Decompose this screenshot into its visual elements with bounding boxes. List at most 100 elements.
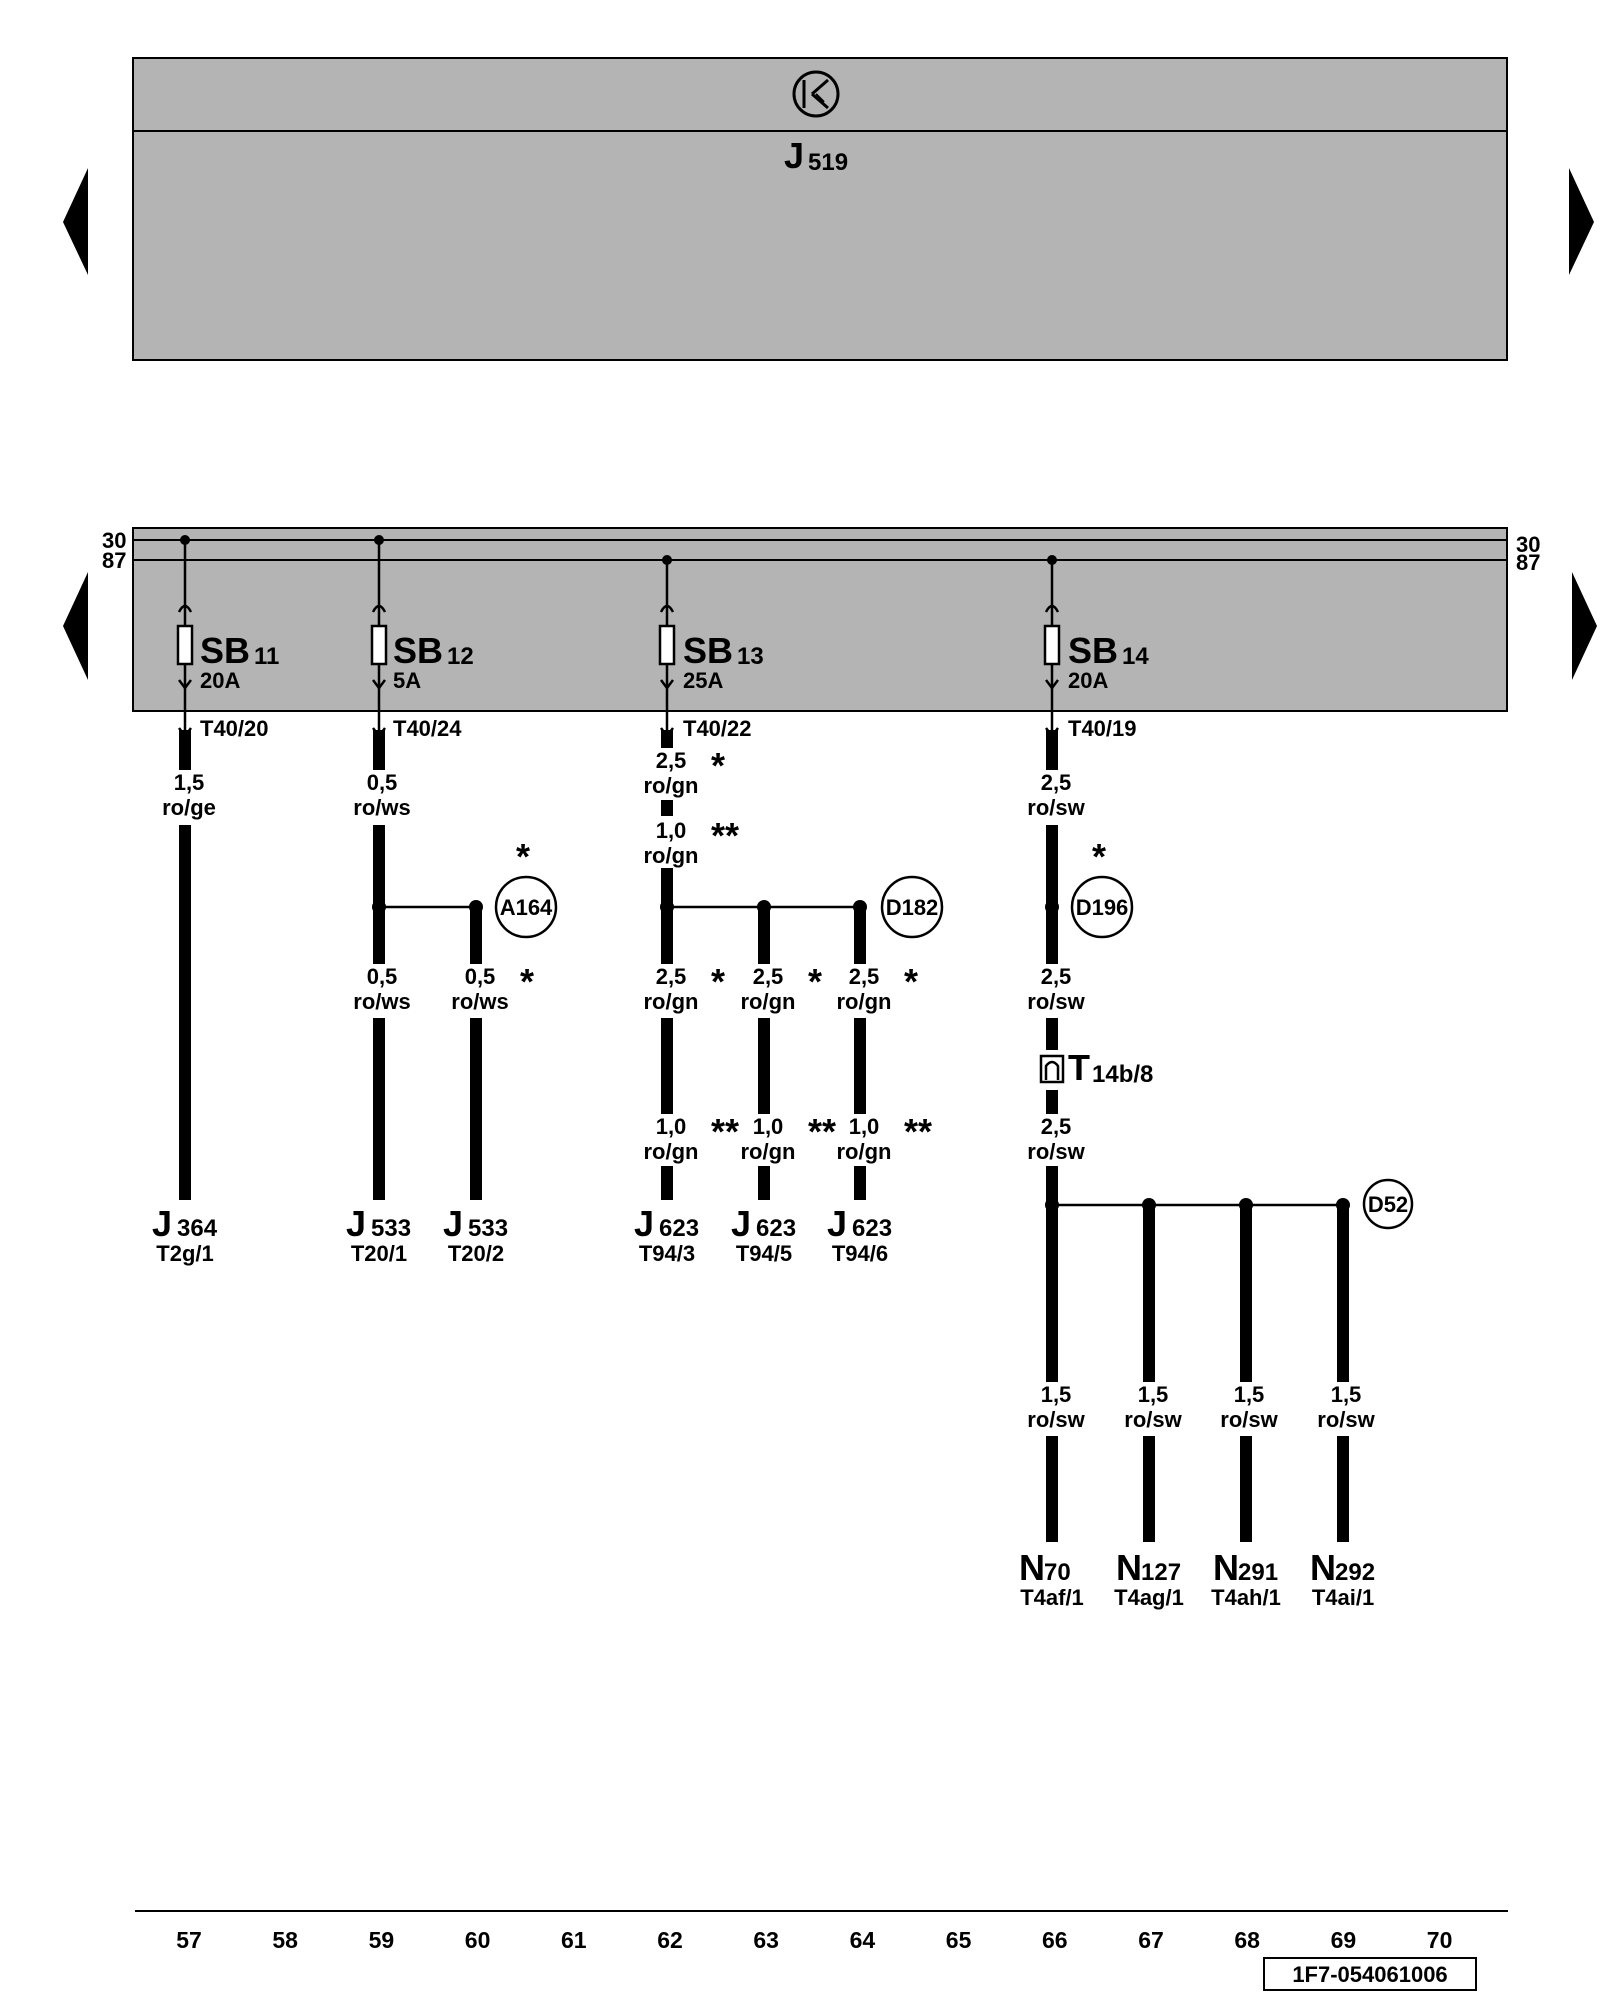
footnote-mark: ** (711, 1111, 739, 1152)
connector-icon-pin (1044, 1060, 1060, 1080)
component-sub: 533 (371, 1215, 411, 1242)
footnote-mark: * (1092, 836, 1106, 877)
footnote-mark: * (520, 961, 534, 1002)
component-pin: T2g/1 (156, 1241, 213, 1266)
fuse-icon (176, 624, 194, 666)
wire-color-label: ro/gn (644, 773, 699, 798)
wire-size-label: 1,5 (1331, 1382, 1362, 1407)
component-label: N (1213, 1547, 1239, 1588)
fuse-rating: 20A (1068, 668, 1108, 693)
fuse-sub: 13 (737, 643, 764, 670)
track-number: 67 (1138, 1927, 1164, 1953)
component-label: J (346, 1203, 366, 1244)
wire-size-label: 1,0 (656, 1114, 687, 1139)
doc-code-box (1263, 1957, 1477, 1991)
junction-circle (1070, 875, 1134, 939)
track-number: 63 (753, 1927, 779, 1953)
wire-size-label: 0,5 (465, 964, 496, 989)
junction-dot (1045, 1198, 1059, 1212)
track-number: 57 (176, 1927, 202, 1953)
wire-size-label: 2,5 (849, 964, 880, 989)
wire-size-label: 1,5 (1234, 1382, 1265, 1407)
track-number: 70 (1427, 1927, 1453, 1953)
fuse-rating: 20A (200, 668, 240, 693)
fuse-terminal-arrow (660, 679, 674, 691)
wire-color-label: ro/sw (1220, 1407, 1278, 1432)
fuse-terminal-arrow (372, 679, 386, 691)
component-pin: T94/6 (832, 1241, 888, 1266)
track-number: 61 (561, 1927, 587, 1953)
fuse-icon (370, 624, 388, 666)
component-label: J (152, 1203, 172, 1244)
connector-icon (1039, 1054, 1065, 1084)
wire-color-label: ro/sw (1027, 795, 1085, 820)
component-sub: 127 (1141, 1559, 1181, 1586)
next-page-arrow-bottom[interactable] (1572, 572, 1597, 680)
junction-circle (880, 875, 944, 939)
wire-size-label: 2,5 (1041, 1114, 1072, 1139)
wire-color-label: ro/sw (1027, 1407, 1085, 1432)
wire-size-label: 0,5 (367, 964, 398, 989)
wire-color-label: ro/gn (644, 989, 699, 1014)
doc-code: 1F7-054061006 (1292, 1962, 1447, 1987)
track-number: 69 (1331, 1927, 1357, 1953)
wire-color-label: ro/gn (644, 1139, 699, 1164)
rail-label-right-30: 30 (1516, 532, 1540, 557)
component-sub: 623 (852, 1215, 892, 1242)
fuse-label: SB (683, 630, 733, 671)
wire-size-label: 0,5 (367, 770, 398, 795)
fuse-label: SB (393, 630, 443, 671)
fuse-terminal: T40/22 (683, 716, 752, 741)
wire-color-label: ro/gn (741, 1139, 796, 1164)
fuse-terminal-cup (1044, 604, 1060, 613)
wire-size-label: 1,5 (174, 770, 205, 795)
component-sub: 364 (177, 1215, 218, 1242)
prev-page-arrow-bottom[interactable] (63, 572, 88, 680)
wire-size-label: 2,5 (656, 964, 687, 989)
component-pin: T20/2 (448, 1241, 504, 1266)
component-label: J (827, 1203, 847, 1244)
footnote-mark: ** (808, 1111, 836, 1152)
footnote-mark: ** (904, 1111, 932, 1152)
track-number: 64 (850, 1927, 876, 1953)
fuse-terminal: T40/19 (1068, 716, 1137, 741)
module-sub: 519 (808, 149, 848, 176)
connector-label: T (1068, 1047, 1090, 1088)
wire-color-label: ro/sw (1027, 989, 1085, 1014)
wire-size-label: 1,5 (1041, 1382, 1072, 1407)
component-label: N (1116, 1547, 1142, 1588)
track-number: 60 (465, 1927, 491, 1953)
junction-dot (1045, 900, 1059, 914)
fuse-terminal-cup (371, 604, 387, 613)
wire-size-label: 1,5 (1138, 1382, 1169, 1407)
track-number: 58 (272, 1927, 298, 1953)
wire-size-label: 2,5 (656, 748, 687, 773)
component-pin: T94/3 (639, 1241, 695, 1266)
fuse-terminal-cup (659, 604, 675, 613)
fuse-terminal: T40/20 (200, 716, 269, 741)
module-label: J (784, 135, 804, 176)
rail-label-left-87: 87 (102, 548, 126, 573)
component-pin: T4ah/1 (1211, 1585, 1281, 1610)
footnote-mark: * (808, 961, 822, 1002)
track-number: 59 (369, 1927, 395, 1953)
prev-page-arrow-top[interactable] (63, 168, 88, 275)
footnote-mark: * (711, 745, 725, 786)
footnote-mark: ** (711, 815, 739, 856)
junction-dot (660, 900, 674, 914)
junction-circle (1362, 1178, 1414, 1230)
rail-label-right-87: 87 (1516, 550, 1540, 575)
component-sub: 623 (659, 1215, 699, 1242)
wires: 1,5ro/ge0,5ro/ws2,5ro/gn*1,0ro/gn**2,5ro… (152, 535, 1414, 1610)
component-pin: T4ag/1 (1114, 1585, 1184, 1610)
fuse-icon (1043, 624, 1061, 666)
fuse-label: SB (200, 630, 250, 671)
wire-size-label: 1,0 (656, 818, 687, 843)
track-number: 66 (1042, 1927, 1068, 1953)
wire-color-label: ro/ws (353, 989, 410, 1014)
footnote-mark: * (516, 836, 530, 877)
wire-size-label: 1,0 (753, 1114, 784, 1139)
fuse-sub: 12 (447, 643, 474, 670)
next-page-arrow-top[interactable] (1569, 168, 1594, 275)
